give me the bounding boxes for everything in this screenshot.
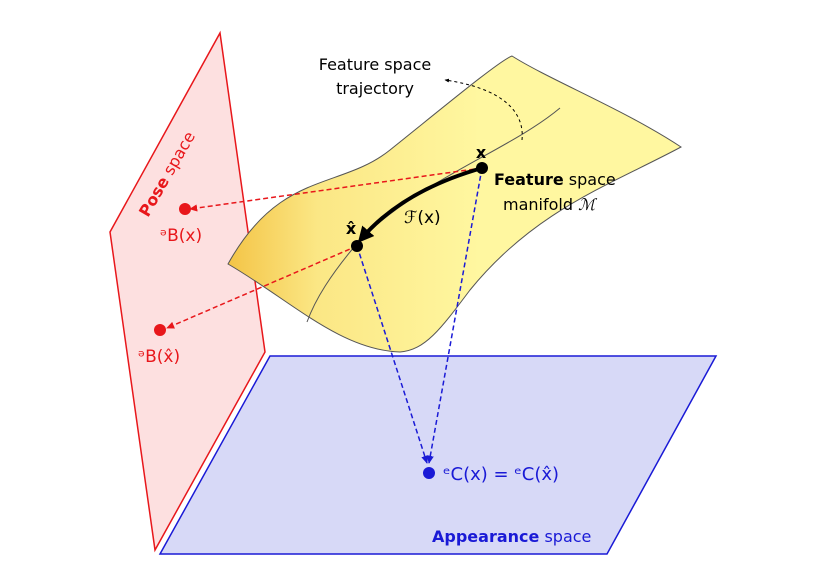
manifold-label: manifold ℳ xyxy=(503,195,598,214)
trajectory-label-line2: trajectory xyxy=(336,79,414,98)
point-x-label: x xyxy=(476,143,487,162)
point-x-marker xyxy=(476,162,488,174)
pose-point-x xyxy=(179,203,191,215)
feature-manifold-surface xyxy=(227,55,682,353)
appearance-projection-x xyxy=(426,167,483,464)
pose-projection-xhat xyxy=(166,245,358,329)
pose-space-plane xyxy=(109,30,266,553)
pose-point-xhat xyxy=(154,324,166,336)
point-xhat-label: x̂ xyxy=(346,219,357,238)
P-of-x-label: ᵊB(x) xyxy=(160,226,202,246)
appearance-space-plane xyxy=(158,355,718,555)
pose-projection-x xyxy=(189,167,483,212)
appearance-projection-xhat xyxy=(356,245,429,464)
feature-space-label: Feature space xyxy=(494,170,616,189)
A-equation-label: ᵉC(x) = ᵉC(x̂) xyxy=(443,464,559,485)
appearance-point xyxy=(423,467,435,479)
trajectory-dashed-curve xyxy=(444,78,523,141)
feature-trajectory-arrow xyxy=(357,166,483,243)
P-of-xhat-label: ᵊB(x̂) xyxy=(138,347,180,367)
F-of-x-label: ℱ(x) xyxy=(404,208,441,228)
point-xhat-marker xyxy=(351,240,363,252)
appearance-space-label: Appearance space xyxy=(432,527,591,546)
trajectory-label-line1: Feature space xyxy=(319,55,431,74)
